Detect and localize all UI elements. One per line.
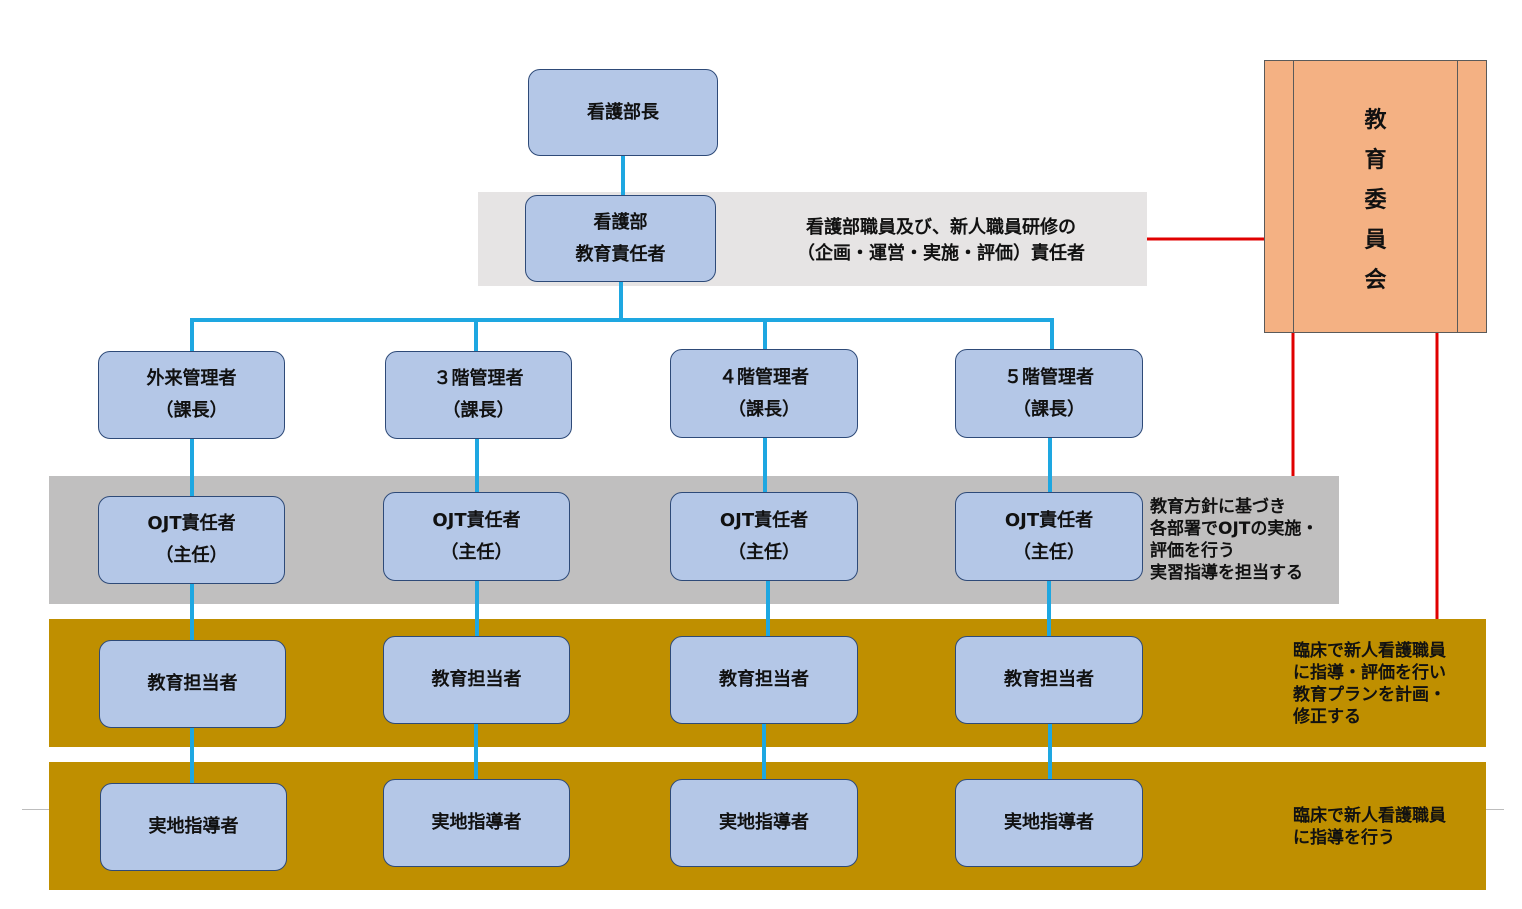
manager-title: ３階管理者 — [433, 368, 524, 389]
manager-box-4f: ４階管理者 （課長） — [670, 349, 858, 438]
ojt-note-line: 教育方針に基づき — [1150, 497, 1286, 517]
educator-label: 教育担当者 — [1004, 669, 1094, 690]
educator-note-line: 教育プランを計画・ — [1293, 685, 1446, 705]
instructor-label: 実地指導者 — [719, 812, 809, 833]
educator-note: 臨床で新人看護職員 に指導・評価を行い 教育プランを計画・ 修正する — [1293, 640, 1446, 728]
educator-label: 教育担当者 — [147, 673, 238, 694]
manager-title: ５階管理者 — [1004, 366, 1094, 388]
educator-box-3f: 教育担当者 — [383, 636, 570, 724]
ojt-role: （主任） — [1013, 541, 1085, 563]
ojt-note: 教育方針に基づき 各部署でOJTの実施・ 評価を行う 実習指導を担当する — [1150, 496, 1318, 584]
ojt-box-4f: OJT責任者 （主任） — [670, 492, 858, 581]
ojt-role: （主任） — [155, 545, 228, 566]
ojt-role: （主任） — [728, 541, 800, 563]
ojt-title: OJT責任者 — [719, 509, 809, 531]
ojt-box-outpatient: OJT責任者 （主任） — [98, 496, 285, 584]
instructor-box-3f: 実地指導者 — [383, 779, 570, 867]
educator-box-outpatient: 教育担当者 — [99, 640, 286, 728]
educator-label: 教育担当者 — [719, 669, 809, 690]
education-lead-line1: 看護部 — [593, 211, 648, 233]
nursing-director-box: 看護部長 — [528, 69, 718, 156]
education-lead-box: 看護部 教育責任者 — [525, 195, 716, 282]
ojt-title: OJT責任者 — [147, 513, 236, 534]
ojt-role: （主任） — [440, 541, 513, 563]
committee-border-left — [1293, 61, 1294, 332]
educator-label: 教育担当者 — [431, 669, 522, 690]
ojt-box-5f: OJT責任者 （主任） — [955, 492, 1143, 581]
manager-role: （課長） — [155, 400, 228, 421]
committee-char: 教 — [1364, 108, 1387, 133]
manager-role: （課長） — [1013, 398, 1085, 420]
education-lead-note-line1: 看護部職員及び、新人職員研修の — [806, 217, 1076, 238]
ojt-title: OJT責任者 — [432, 509, 521, 531]
ojt-note-line: 実習指導を担当する — [1150, 563, 1303, 583]
manager-box-3f: ３階管理者 （課長） — [385, 351, 572, 439]
committee-char: 会 — [1364, 268, 1387, 293]
ojt-note-line: 評価を行う — [1150, 541, 1235, 561]
instructor-label: 実地指導者 — [431, 812, 522, 833]
educator-box-4f: 教育担当者 — [670, 636, 858, 724]
education-lead-note: 看護部職員及び、新人職員研修の （企画・運営・実施・評価）責任者 — [797, 215, 1085, 267]
instructor-box-outpatient: 実地指導者 — [100, 783, 287, 871]
committee-char: 員 — [1364, 228, 1387, 253]
committee-char: 委 — [1364, 188, 1387, 213]
instructor-note-line: に指導を行う — [1293, 828, 1395, 848]
education-lead-line2: 教育責任者 — [575, 243, 666, 265]
instructor-note: 臨床で新人看護職員 に指導を行う — [1293, 805, 1446, 849]
instructor-label: 実地指導者 — [1004, 812, 1094, 833]
instructor-box-5f: 実地指導者 — [955, 779, 1143, 867]
manager-title: 外来管理者 — [146, 368, 237, 389]
nursing-director-label: 看護部長 — [587, 101, 659, 123]
manager-box-5f: ５階管理者 （課長） — [955, 349, 1143, 438]
manager-role: （課長） — [442, 400, 515, 421]
instructor-box-4f: 実地指導者 — [670, 779, 858, 867]
education-committee: 教 育 委 員 会 — [1264, 60, 1487, 333]
manager-box-outpatient: 外来管理者 （課長） — [98, 351, 285, 439]
instructor-note-line: 臨床で新人看護職員 — [1293, 806, 1446, 826]
ojt-note-line: 各部署でOJTの実施・ — [1150, 519, 1319, 539]
committee-label: 教 育 委 員 会 — [1265, 101, 1486, 301]
educator-note-line: 臨床で新人看護職員 — [1293, 641, 1446, 661]
manager-title: ４階管理者 — [719, 366, 809, 388]
educator-box-5f: 教育担当者 — [955, 636, 1143, 724]
manager-role: （課長） — [728, 398, 800, 420]
committee-char: 育 — [1364, 148, 1387, 173]
committee-border-right — [1457, 61, 1458, 332]
educator-note-line: 修正する — [1293, 707, 1361, 727]
instructor-label: 実地指導者 — [148, 816, 239, 837]
education-lead-note-line2: （企画・運営・実施・評価）責任者 — [797, 243, 1085, 264]
ojt-title: OJT責任者 — [1004, 509, 1094, 531]
educator-note-line: に指導・評価を行い — [1293, 663, 1446, 683]
ojt-box-3f: OJT責任者 （主任） — [383, 492, 570, 581]
